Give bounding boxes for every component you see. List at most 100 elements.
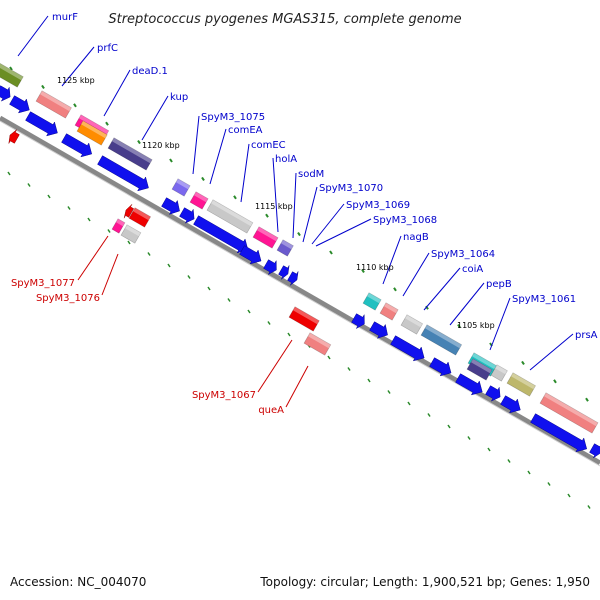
leader-line bbox=[103, 69, 131, 117]
tick-mark bbox=[227, 298, 231, 302]
gene-label-spym3-1075[interactable]: SpyM3_1075 bbox=[201, 112, 265, 123]
tick-mark bbox=[267, 321, 271, 325]
gene-label-comec[interactable]: comEC bbox=[251, 140, 286, 151]
genome-backbone-shadow bbox=[0, 120, 600, 467]
kbp-tick-label: 1125 kbp bbox=[57, 76, 95, 85]
leader-line bbox=[292, 172, 297, 239]
leader-line bbox=[101, 253, 119, 296]
tick-mark bbox=[233, 195, 237, 200]
leader-line bbox=[240, 143, 250, 203]
cds-arrow bbox=[9, 95, 30, 114]
gene-label-spym3-1064[interactable]: SpyM3_1064 bbox=[431, 249, 495, 260]
gene-label-spym3-1067[interactable]: SpyM3_1067 bbox=[192, 390, 256, 401]
tick-mark bbox=[107, 229, 111, 233]
tick-mark bbox=[329, 250, 333, 255]
leader-line bbox=[315, 218, 372, 247]
cds-arrow bbox=[351, 313, 365, 330]
gene-block-murf bbox=[0, 62, 24, 88]
gene-block-spym3-1061-alt bbox=[466, 358, 493, 381]
tick-mark bbox=[407, 401, 411, 406]
tick-mark bbox=[447, 424, 451, 429]
cds-arrow bbox=[455, 373, 483, 396]
cds-arrow bbox=[287, 271, 299, 286]
cds-arrow bbox=[429, 357, 452, 377]
gene-label-coia[interactable]: coiA bbox=[462, 264, 483, 275]
tick-mark bbox=[167, 263, 171, 268]
gene-block-prsa-a bbox=[506, 372, 536, 397]
kbp-tick-label: 1105 kbp bbox=[457, 321, 495, 330]
gene-label-spym3-1077[interactable]: SpyM3_1077 bbox=[11, 278, 75, 289]
gene-label-comea[interactable]: comEA bbox=[228, 125, 263, 136]
gene-label-spym3-1070[interactable]: SpyM3_1070 bbox=[319, 183, 383, 194]
tick-mark bbox=[393, 287, 397, 292]
gene-label-spym3-1061[interactable]: SpyM3_1061 bbox=[512, 294, 576, 305]
gene-label-murf[interactable]: murF bbox=[52, 12, 78, 23]
tick-mark bbox=[187, 275, 191, 279]
topology-text: Topology: circular; Length: 1,900,521 bp… bbox=[260, 575, 590, 589]
gene-label-nagb[interactable]: nagB bbox=[403, 232, 429, 243]
tick-mark bbox=[47, 194, 51, 199]
gene-label-prsa[interactable]: prsA bbox=[575, 330, 598, 341]
gene-label-sodm[interactable]: sodM bbox=[298, 169, 324, 180]
leader-line bbox=[529, 333, 574, 371]
leader-line bbox=[257, 339, 293, 393]
tick-mark bbox=[105, 121, 109, 126]
tick-mark bbox=[9, 66, 13, 71]
gene-block-spym3-1077 bbox=[111, 218, 126, 234]
leader-line bbox=[382, 235, 402, 285]
reverse-arrow bbox=[8, 129, 20, 144]
gene-label-dead-1[interactable]: deaD.1 bbox=[132, 66, 168, 77]
tick-mark bbox=[487, 447, 491, 452]
gene-block-dead1-alt bbox=[76, 120, 108, 146]
gene-block-quea bbox=[303, 332, 332, 356]
gene-block-prfc bbox=[35, 90, 72, 119]
gene-block-coia bbox=[400, 314, 424, 335]
gene-label-kup[interactable]: kup bbox=[170, 92, 188, 103]
gene-label-pepb[interactable]: pepB bbox=[486, 279, 512, 290]
cds-arrow bbox=[263, 259, 277, 276]
tick-mark bbox=[367, 378, 371, 383]
gene-block-spym3-1075 bbox=[171, 178, 191, 197]
gene-block-nagb bbox=[362, 292, 382, 311]
leader-line bbox=[141, 95, 169, 141]
gene-label-spym3-1069[interactable]: SpyM3_1069 bbox=[346, 200, 410, 211]
cds-arrow bbox=[0, 85, 11, 102]
tick-mark bbox=[247, 309, 251, 314]
gene-labels: 1125 kbp 1120 kbp 1115 kbp 1110 kbp 1105 kbp… bbox=[11, 12, 598, 416]
tick-mark bbox=[265, 213, 269, 218]
cds-arrow bbox=[239, 245, 262, 265]
tick-mark bbox=[527, 470, 531, 475]
kbp-tick-label: 1115 kbp bbox=[255, 202, 293, 211]
tick-mark bbox=[73, 103, 77, 108]
gene-label-hola[interactable]: holA bbox=[275, 154, 297, 165]
gene-label-prfc[interactable]: prfC bbox=[97, 43, 118, 54]
gene-label-quea[interactable]: queA bbox=[258, 405, 284, 416]
tick-marks bbox=[7, 66, 591, 509]
tick-mark bbox=[521, 360, 525, 365]
cds-arrow bbox=[530, 413, 587, 453]
label-leaders bbox=[17, 15, 574, 408]
tick-mark bbox=[201, 176, 205, 181]
reverse-arrow bbox=[123, 204, 134, 219]
tick-mark bbox=[27, 183, 31, 187]
kbp-tick-label: 1120 kbp bbox=[142, 141, 180, 150]
tick-mark bbox=[467, 436, 471, 440]
gene-label-spym3-1068[interactable]: SpyM3_1068 bbox=[373, 215, 437, 226]
map-title: Streptococcus pyogenes MGAS315, complete… bbox=[108, 12, 461, 27]
gene-block-hola bbox=[252, 226, 279, 249]
leader-line bbox=[285, 365, 309, 408]
gene-label-spym3-1076[interactable]: SpyM3_1076 bbox=[36, 293, 100, 304]
genome-backbone bbox=[0, 115, 600, 466]
kbp-tick-label: 1110 kbp bbox=[356, 263, 394, 272]
gene-block-pepb bbox=[420, 324, 463, 356]
cds-arrow bbox=[500, 395, 521, 414]
tick-mark bbox=[7, 171, 11, 176]
tick-mark bbox=[127, 240, 131, 245]
leader-line bbox=[77, 235, 109, 281]
cds-arrow bbox=[161, 197, 180, 215]
cds-arrow bbox=[485, 385, 501, 402]
leader-line bbox=[449, 282, 485, 326]
gene-block-kup bbox=[107, 137, 153, 171]
tick-mark bbox=[87, 217, 91, 222]
